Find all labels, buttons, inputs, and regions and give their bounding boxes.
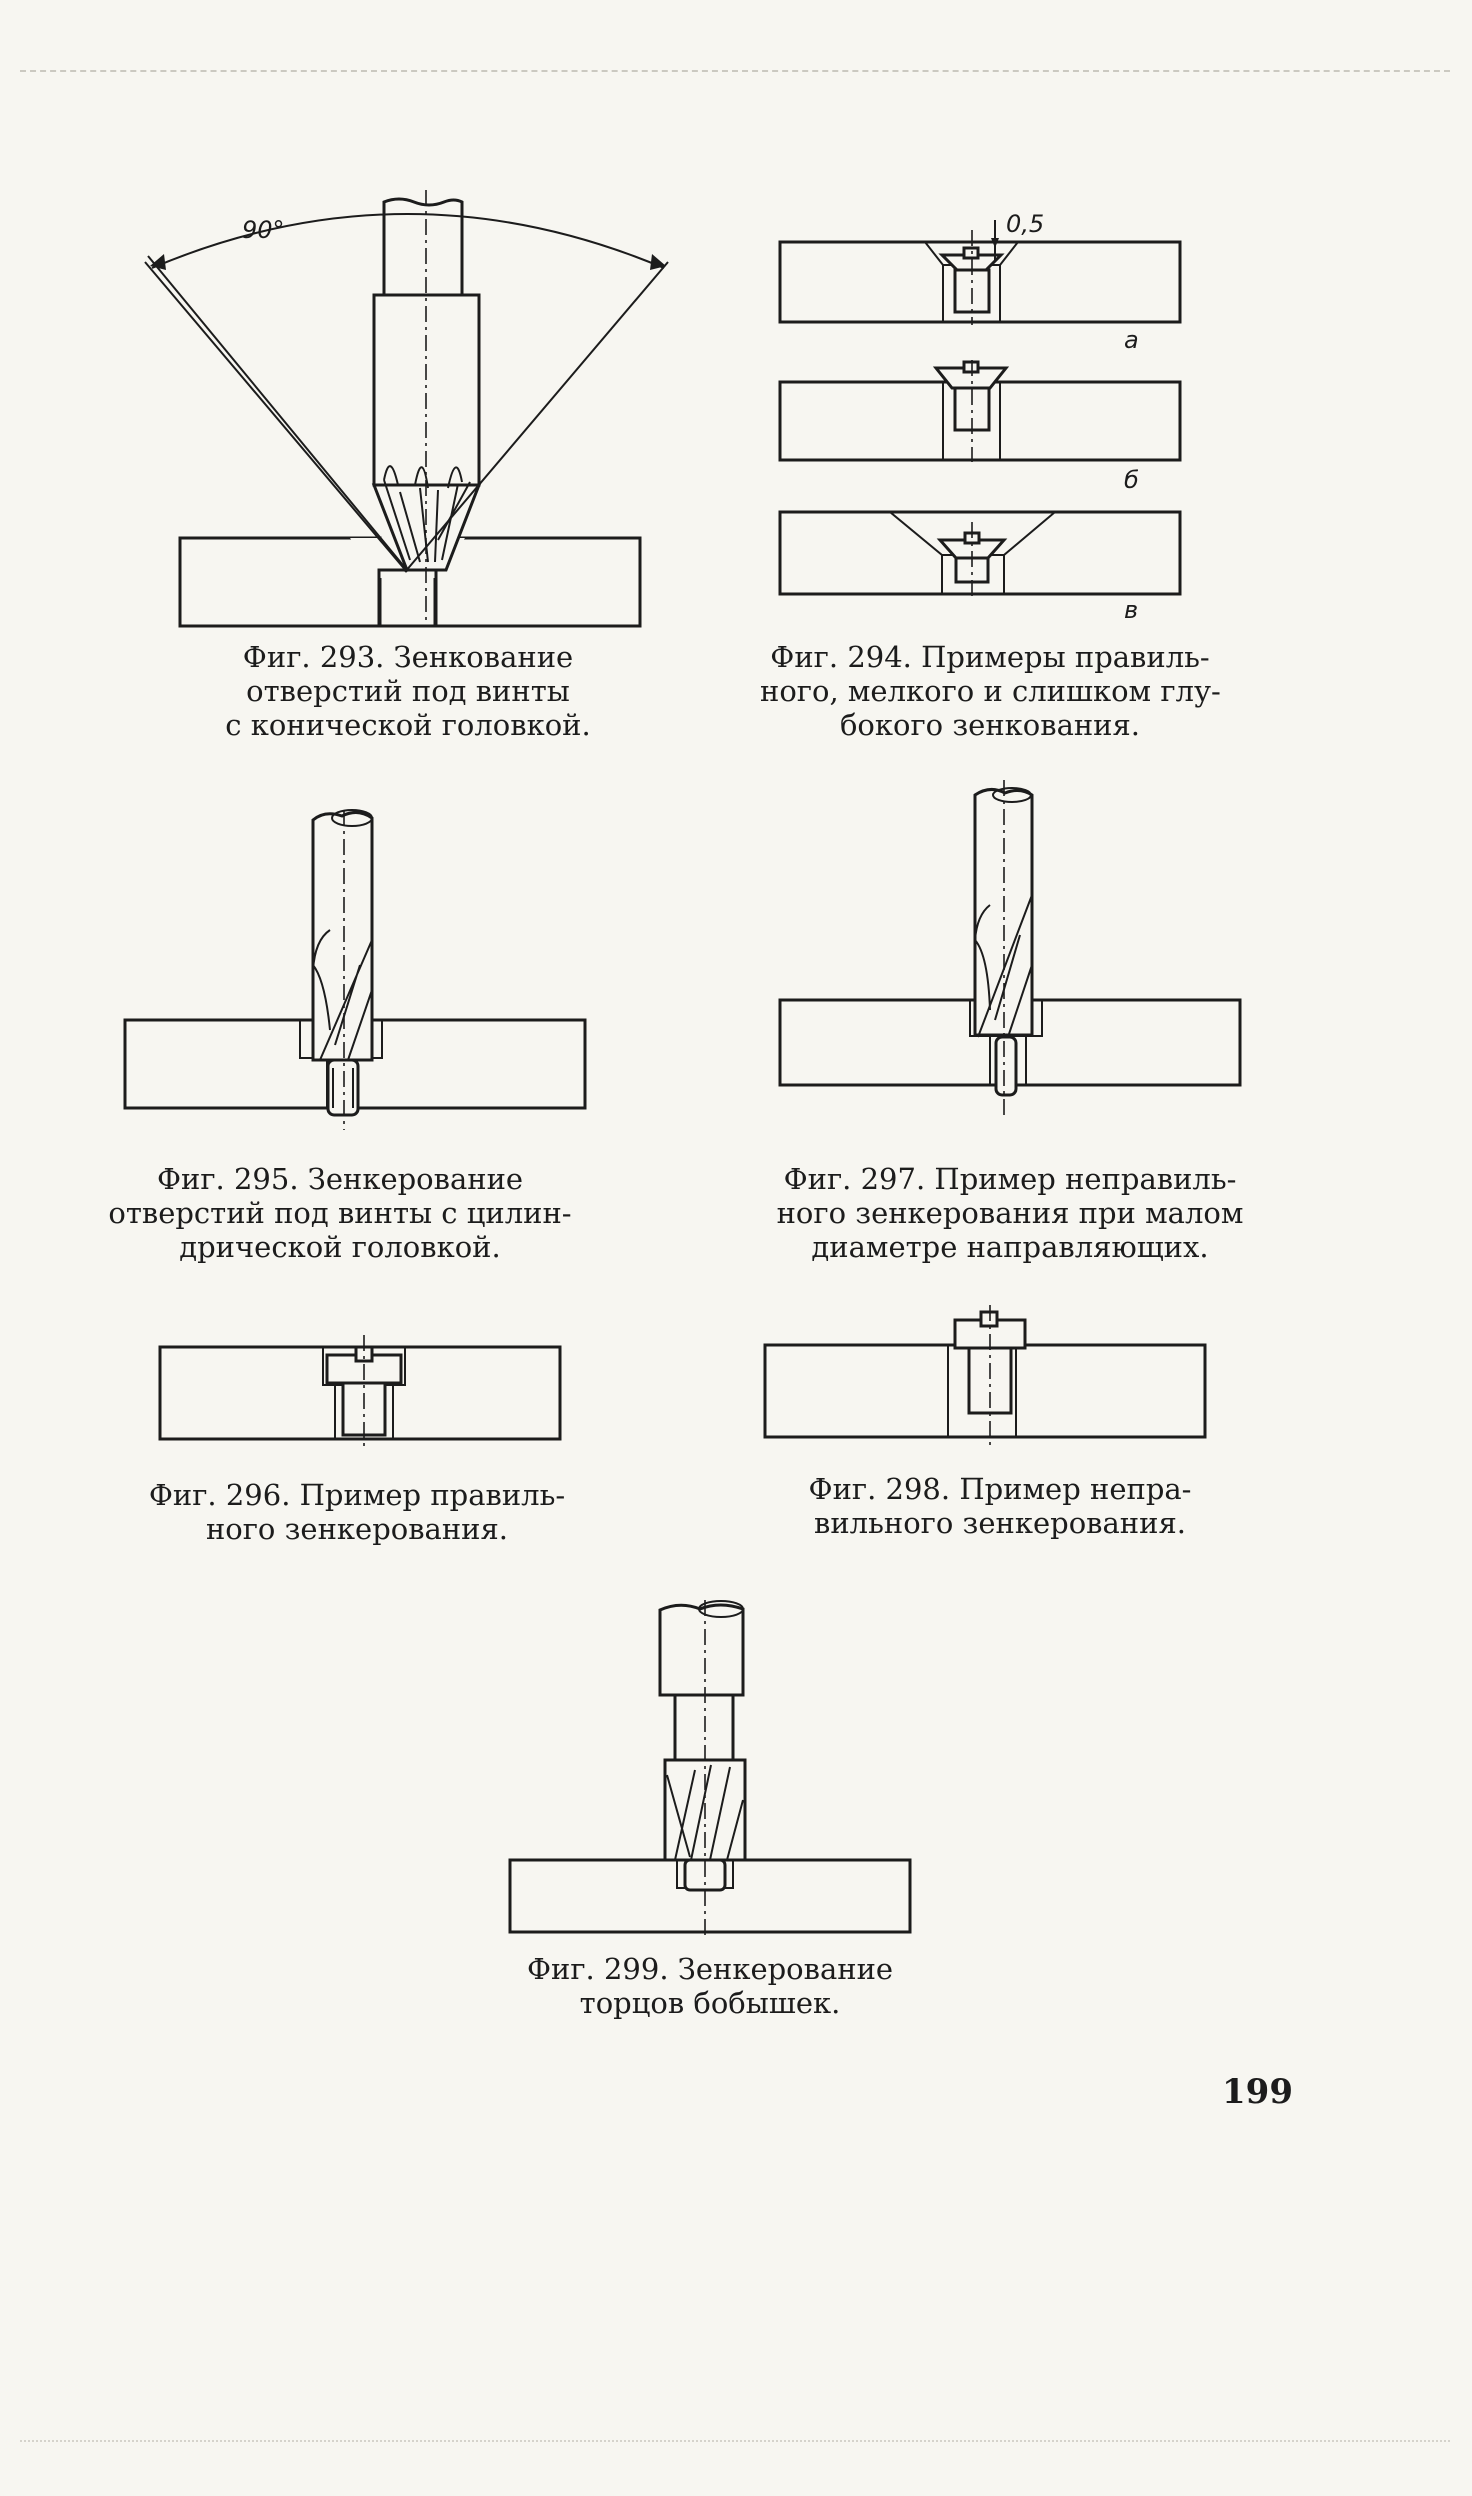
fig293-caption-line-1: Фиг. 293. Зенкование <box>242 640 574 674</box>
fig297-caption-line-1: Фиг. 297. Пример неправиль- <box>783 1162 1237 1196</box>
fig293-plate-left <box>178 536 382 628</box>
fig298-caption-line-1: Фиг. 298. Пример непра- <box>808 1472 1192 1506</box>
figure-293: 90° <box>144 190 669 630</box>
fig296-drawing <box>158 1335 562 1447</box>
fig293-angle-label: 90° <box>242 216 285 244</box>
fig295-caption: Фиг. 295. Зенкерование отверстий под вин… <box>100 1162 580 1265</box>
fig293-caption: Фиг. 293. Зенкование отверстий под винты… <box>198 640 618 743</box>
fig294-variant-b: б <box>778 360 1182 494</box>
fig299-caption-line-1: Фиг. 299. Зенкерование <box>526 1952 894 1986</box>
fig294-variant-v: в <box>778 510 1182 624</box>
fig293-shank <box>382 197 464 297</box>
fig294-label-a: а <box>1124 326 1139 354</box>
fig294-caption-line-1: Фиг. 294. Примеры правиль- <box>770 640 1210 674</box>
fig294-drawing: 0,5 а б в <box>778 210 1182 624</box>
fig295-drawing <box>123 809 587 1130</box>
fig297-caption: Фиг. 297. Пример неправиль- ного зенкеро… <box>770 1162 1250 1265</box>
fig297-caption-line-2: ного зенкерования при малом <box>776 1196 1244 1231</box>
fig296-caption-line-1: Фиг. 296. Пример правиль- <box>148 1478 566 1512</box>
fig294-label-v: в <box>1124 596 1138 624</box>
fig297-caption-line-3: диаметре направляющих. <box>811 1230 1209 1265</box>
page-number: 199 <box>1222 2072 1293 2112</box>
fig293-caption-line-2: отверстий под винты <box>246 674 570 709</box>
scan-bottom-edge <box>20 2440 1450 2446</box>
fig298-caption: Фиг. 298. Пример непра- вильного зенкеро… <box>780 1472 1220 1540</box>
fig297-drawing <box>778 780 1242 1120</box>
scan-top-edge <box>20 70 1450 80</box>
fig293-plate-right <box>433 536 642 628</box>
figure-296 <box>155 1325 575 1455</box>
figure-297 <box>778 775 1250 1135</box>
fig295-caption-line-2: отверстий под винты с цилин- <box>108 1196 572 1231</box>
figure-294: 0,5 а б в <box>778 200 1200 624</box>
fig299-drawing <box>508 1600 912 1940</box>
fig298-drawing <box>763 1305 1207 1445</box>
fig294-label-b: б <box>1124 466 1139 494</box>
fig294-variant-a: 0,5 а <box>778 210 1182 354</box>
fig293-drawing: 90° <box>144 190 669 628</box>
fig294-caption: Фиг. 294. Примеры правиль- ного, мелкого… <box>760 640 1221 743</box>
fig298-caption-line-2: вильного зенкерования. <box>814 1506 1186 1541</box>
fig296-caption-line-2: ного зенкерования. <box>205 1512 509 1547</box>
fig294-caption-line-2: ного, мелкого и слишком глу- <box>760 674 1221 709</box>
fig295-caption-line-1: Фиг. 295. Зенкерование <box>156 1162 524 1196</box>
fig299-caption: Фиг. 299. Зенкерование торцов бобышек. <box>480 1952 940 2020</box>
figure-299 <box>505 1595 925 1945</box>
fig294-caption-line-3: бокого зенкования. <box>839 708 1141 743</box>
fig299-caption-line-2: торцов бобышек. <box>579 1986 841 2021</box>
fig294-dimension-label: 0,5 <box>1006 210 1044 238</box>
fig296-caption: Фиг. 296. Пример правиль- ного зенкерова… <box>112 1478 602 1546</box>
fig295-caption-line-3: дрической головкой. <box>179 1230 501 1265</box>
figure-298 <box>763 1300 1225 1450</box>
figure-295 <box>120 790 600 1140</box>
fig293-caption-line-3: с конической головкой. <box>225 708 591 743</box>
